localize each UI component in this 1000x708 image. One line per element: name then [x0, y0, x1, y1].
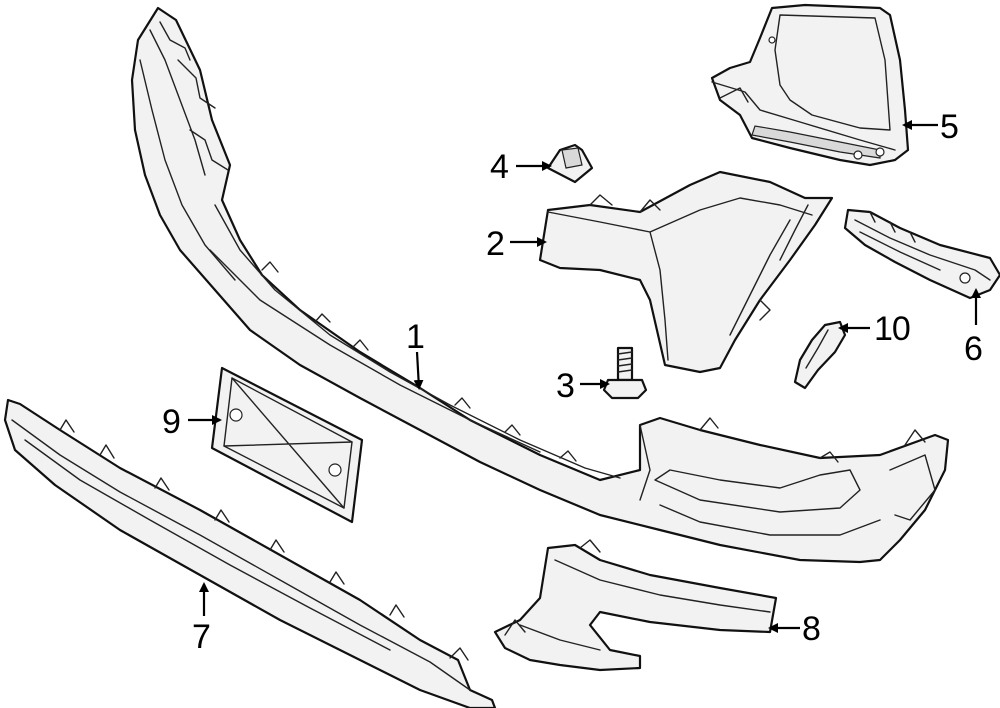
callout-2: 2	[486, 225, 504, 263]
callout-9: 9	[162, 403, 180, 441]
callout-7: 7	[192, 618, 210, 656]
callout-labels: 1 2 3 4 5 6 7 8 9 10	[162, 108, 983, 656]
part-4-clip	[546, 143, 594, 184]
callout-8: 8	[802, 610, 820, 648]
part-6-side-bracket	[843, 208, 1000, 300]
callout-1: 1	[406, 318, 424, 356]
part-1-bumper-cover	[130, 6, 950, 564]
part-10-small-bracket	[793, 320, 847, 390]
leader-1	[413, 351, 424, 390]
part-5-upper-bracket	[710, 3, 910, 167]
callout-5: 5	[940, 108, 958, 146]
part-9-license-bracket	[210, 366, 364, 524]
part-2-air-duct	[538, 170, 834, 374]
callout-3: 3	[556, 367, 574, 405]
callout-10: 10	[874, 310, 910, 348]
part-7-lower-valance	[3, 398, 497, 708]
callout-6: 6	[964, 330, 982, 368]
leader-lines	[188, 120, 981, 633]
part-8-lower-trim	[493, 539, 778, 672]
callout-4: 4	[490, 148, 508, 186]
part-3-bolt	[602, 346, 648, 400]
